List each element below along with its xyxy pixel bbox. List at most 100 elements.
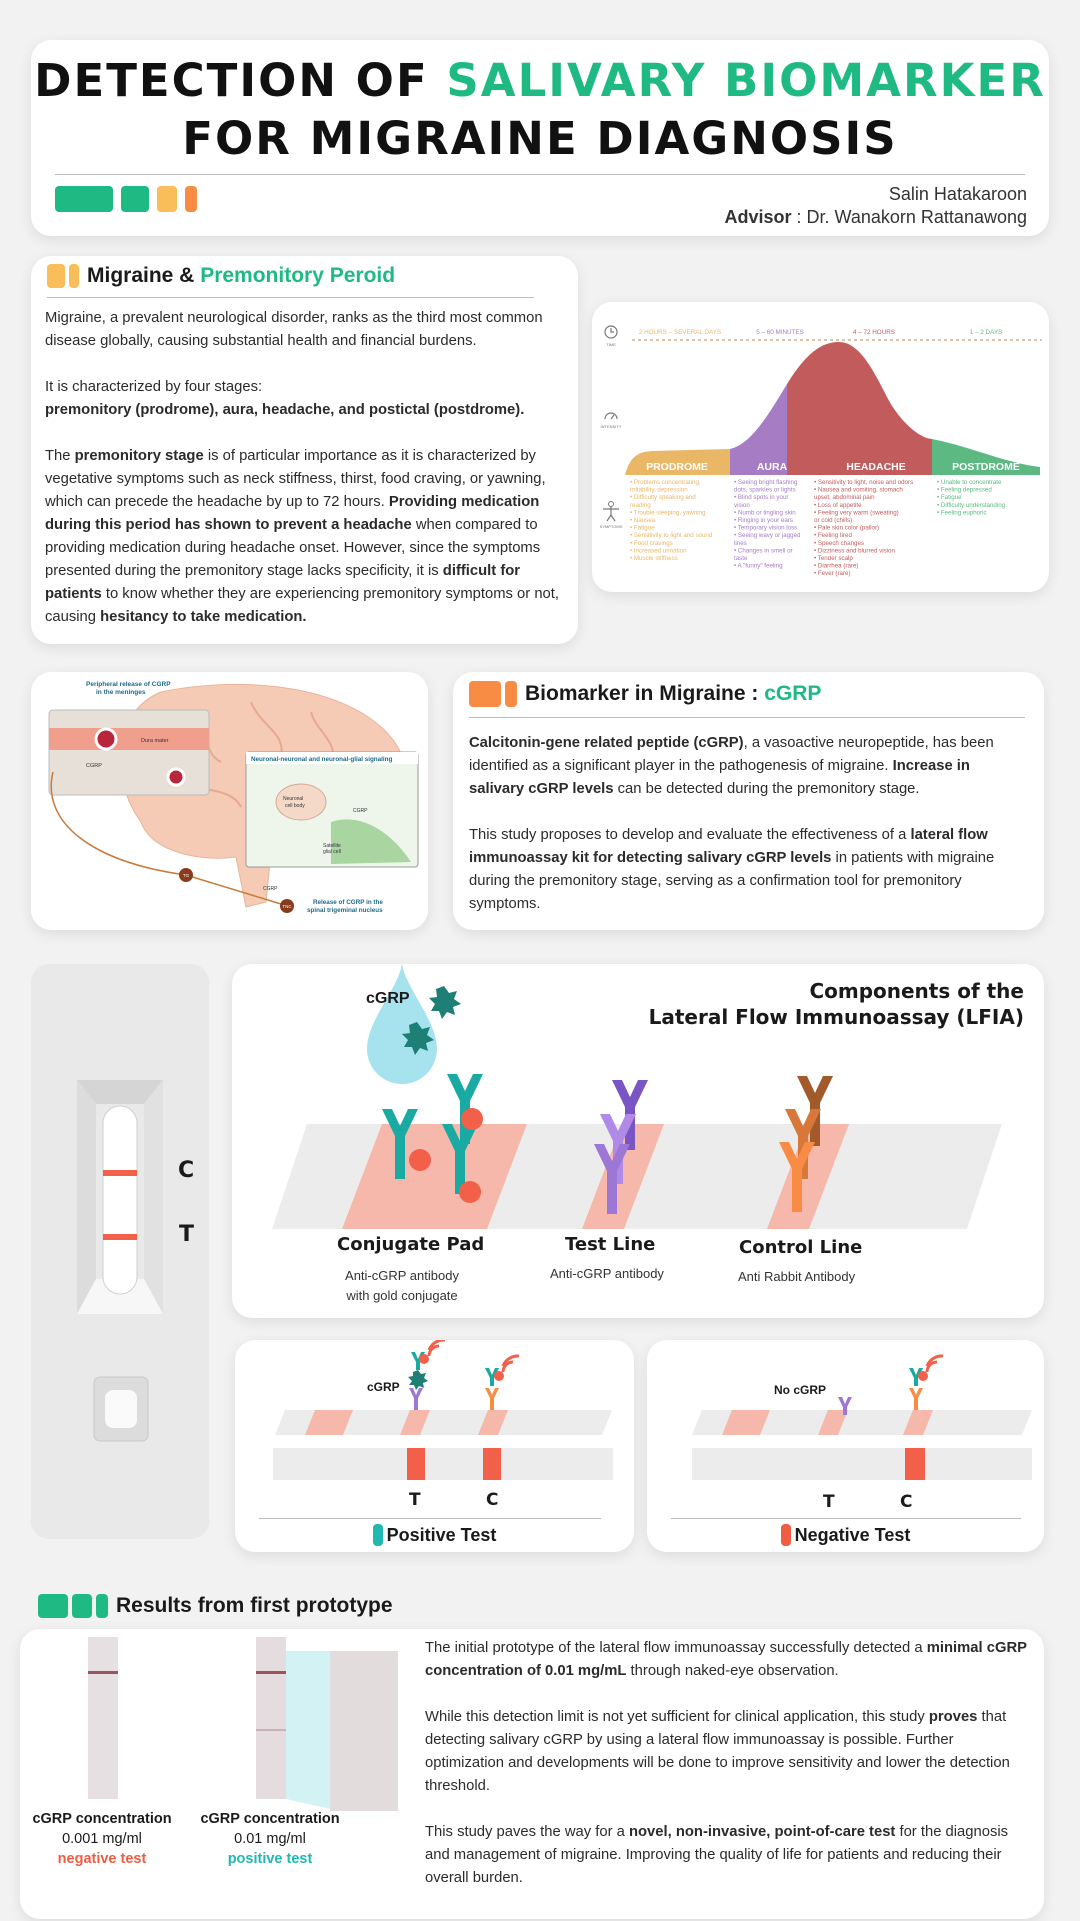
page-title-line2: FOR MIGRAINE DIAGNOSIS bbox=[182, 112, 898, 165]
test-strip bbox=[102, 1105, 138, 1295]
neg-control-line bbox=[905, 1448, 925, 1480]
label-glial: Satellite bbox=[323, 843, 341, 849]
pos-test-line bbox=[407, 1448, 425, 1480]
gold-conjugate-3 bbox=[459, 1181, 481, 1203]
strip-photo-2 bbox=[256, 1637, 286, 1799]
strip-2-control-band bbox=[256, 1671, 286, 1674]
control-antibody-3 bbox=[779, 1142, 815, 1212]
neg-t-label: T bbox=[823, 1492, 835, 1512]
stage-name-prodrome: PRODROME bbox=[646, 461, 708, 473]
symptom-item: • Food cravings bbox=[630, 540, 673, 547]
symptom-item: • Difficulty speaking and bbox=[630, 494, 696, 501]
symptom-list-prodrome: • Problems concentrating, irritability, … bbox=[630, 479, 713, 562]
symptom-list-postdrome: • Unable to concentrate• Feeling depress… bbox=[937, 479, 1006, 516]
symptom-item: taste bbox=[734, 555, 748, 562]
gold-conjugate-2 bbox=[461, 1108, 483, 1130]
brain-illustration-card: Peripheral release of CGRP in the mening… bbox=[31, 672, 428, 930]
control-antibody-2 bbox=[785, 1109, 821, 1179]
cgrp-molecule-2 bbox=[402, 1022, 434, 1055]
clock-icon bbox=[604, 325, 618, 339]
stage-name-postdrome: POSTDROME bbox=[952, 461, 1020, 473]
biomarker-paragraph-2: This study proposes to develop and evalu… bbox=[469, 827, 995, 912]
advisor-line: Advisor : Dr. Wanakorn Rattanawong bbox=[724, 207, 1028, 227]
pos-test-zone bbox=[400, 1410, 430, 1435]
conjugate-pad-zone bbox=[342, 1124, 527, 1229]
test-cassette bbox=[77, 1080, 163, 1442]
biomarker-divider bbox=[469, 717, 1025, 718]
label-cgrp-tnc: CGRP bbox=[263, 886, 278, 892]
label-tg: TG bbox=[183, 873, 190, 878]
symptom-item: • Temporary vision loss bbox=[734, 525, 797, 532]
sample-well-inner bbox=[105, 1390, 137, 1428]
results-paragraph-2: While this detection limit is not yet su… bbox=[425, 1709, 1010, 1794]
window-bevel-right bbox=[144, 1080, 163, 1314]
duration-headache: 4 – 72 HOURS bbox=[853, 329, 895, 336]
symptom-item: • Fatigue bbox=[937, 494, 962, 501]
pos-control-line bbox=[483, 1448, 501, 1480]
header-divider bbox=[55, 174, 1025, 175]
symptom-item: • Increased urination bbox=[630, 547, 687, 554]
pos-cgrp-label: cGRP bbox=[367, 1380, 400, 1394]
neg-strip-side bbox=[692, 1448, 1032, 1480]
results-title: Results from first prototype bbox=[38, 1594, 393, 1618]
symptom-item: • Difficulty understanding bbox=[937, 502, 1006, 509]
strip-1-caption: cGRP concentration 0.001 mg/ml negative … bbox=[32, 1811, 172, 1867]
neuronal-cell-body bbox=[275, 783, 327, 821]
neg-no-cgrp-label: No cGRP bbox=[774, 1383, 827, 1397]
symptom-item: vision bbox=[734, 502, 750, 509]
icon-label-intensity: INTENSITY bbox=[601, 424, 622, 429]
gold-conjugate-1 bbox=[409, 1149, 431, 1171]
negative-test-card: No cGRP T C Negative Test bbox=[647, 1340, 1044, 1552]
symptom-item: • Pale skin color (pallor) bbox=[814, 525, 879, 532]
symptom-item: • Muscle stiffness bbox=[630, 555, 678, 562]
control-line bbox=[103, 1170, 137, 1176]
migraine-paragraph-2: It is characterized by four stages:premo… bbox=[45, 379, 525, 418]
symptom-item: • Diarrhea (rare) bbox=[814, 563, 858, 570]
neg-capture-antibody bbox=[838, 1397, 852, 1415]
neg-c-label: C bbox=[900, 1492, 913, 1512]
symptom-item: • Seeing wavy or jagged bbox=[734, 532, 801, 539]
symptom-item: upset, abdominal pain bbox=[814, 494, 875, 501]
symptom-item: • Ringing in your ears bbox=[734, 517, 793, 524]
neg-control-antibody bbox=[909, 1388, 923, 1410]
symptom-item: • A "funny" feeling bbox=[734, 563, 783, 570]
control-line-antibodies bbox=[779, 1076, 833, 1212]
nerve-pathway bbox=[50, 771, 282, 905]
neg-gold bbox=[918, 1371, 928, 1381]
strip-1-control-band bbox=[88, 1671, 118, 1674]
symptom-item: • Speech changes bbox=[814, 540, 864, 547]
test-line-antibodies bbox=[594, 1080, 648, 1214]
header-card: DETECTION OF SALIVARY BIOMARKER FOR MIGR… bbox=[31, 40, 1049, 236]
symptom-item: lines bbox=[734, 540, 747, 547]
label-cgrp-meninges: CGRP bbox=[86, 763, 102, 769]
symptom-item: • Seeing bright flashing bbox=[734, 479, 798, 486]
test-line-title: Test Line bbox=[565, 1234, 656, 1255]
saliva-drop bbox=[367, 964, 437, 1084]
cgrp-antibody-1 bbox=[382, 1109, 418, 1179]
duration-prodrome: 2 HOURS – SEVERAL DAYS bbox=[639, 329, 721, 336]
migraine-title: Migraine & Premonitory Peroid bbox=[47, 264, 395, 288]
tg-node bbox=[179, 868, 193, 882]
prodrome-area bbox=[625, 449, 730, 475]
test-line bbox=[103, 1234, 137, 1240]
symptom-item: • Loss of appetite bbox=[814, 502, 862, 509]
window-bevel-top bbox=[77, 1080, 163, 1104]
pos-cgrp-molecule bbox=[408, 1370, 428, 1390]
symptom-item: or cold (chills) bbox=[814, 517, 852, 524]
prototype-strips-photo bbox=[88, 1637, 398, 1811]
symptom-item: • Trouble sleeping, yawning bbox=[630, 509, 706, 516]
pos-control-antibody bbox=[485, 1388, 499, 1410]
cassette-c-label: C bbox=[178, 1158, 195, 1183]
label-cell-body-2: cell body bbox=[285, 803, 305, 809]
symptom-item: • Sensitivity to light and sound bbox=[630, 532, 713, 539]
pos-strip-side bbox=[273, 1448, 613, 1480]
header-decor-pills bbox=[55, 186, 197, 212]
strip-photo-1 bbox=[88, 1637, 118, 1799]
pos-divider bbox=[259, 1518, 601, 1519]
symptom-list-headache: • Sensitivity to light, noise and odors•… bbox=[814, 479, 913, 577]
neg-conjugate-zone bbox=[722, 1410, 770, 1435]
symptom-item: • Fever (rare) bbox=[814, 570, 851, 577]
migraine-paragraph-1: Migraine, a prevalent neurological disor… bbox=[45, 310, 543, 349]
